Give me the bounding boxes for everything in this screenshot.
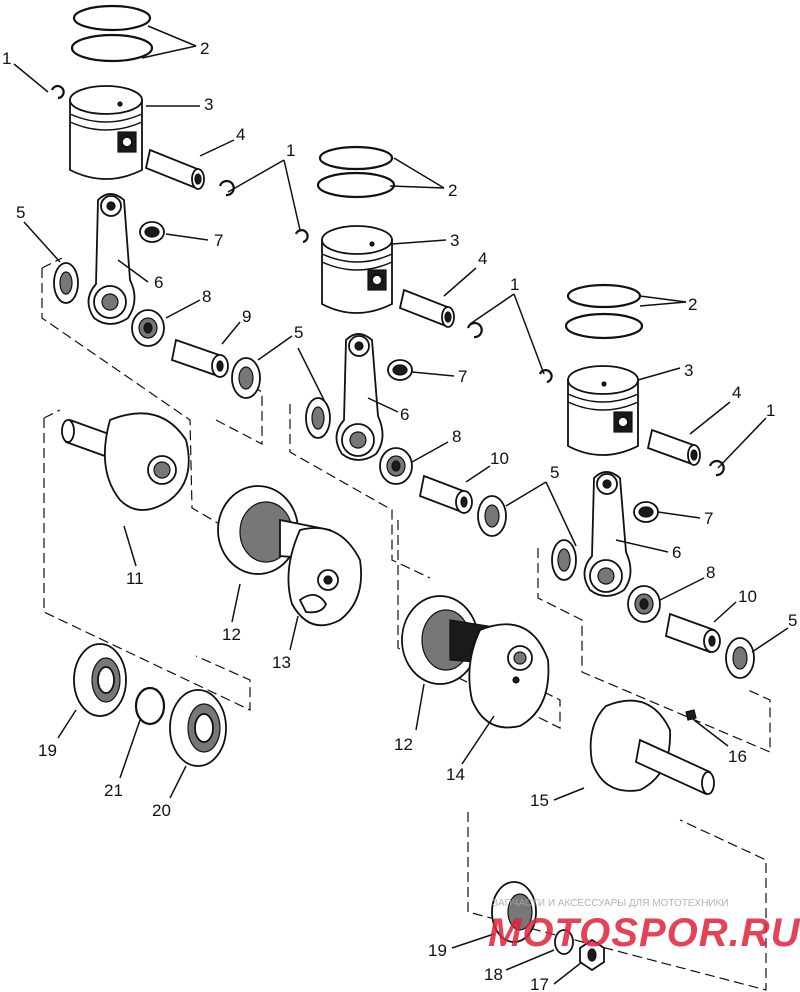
piston xyxy=(321,225,393,314)
callout-12: 12 xyxy=(394,735,413,754)
connecting-rod xyxy=(335,333,384,461)
needle-bearing-large xyxy=(627,585,661,623)
callout-12: 12 xyxy=(222,625,241,644)
callout-1: 1 xyxy=(766,401,775,420)
callout-4: 4 xyxy=(478,249,487,268)
callout-21: 21 xyxy=(104,781,123,800)
needle-bearing-large xyxy=(379,447,413,485)
right-cylinder-assembly xyxy=(491,283,755,972)
thrust-washer xyxy=(551,539,577,581)
needle-bearing-small xyxy=(387,359,413,381)
callout-1: 1 xyxy=(510,275,519,294)
callout-5: 5 xyxy=(788,611,797,630)
crank-pin xyxy=(170,338,229,378)
needle-bearing-small xyxy=(633,501,659,523)
callout-19: 19 xyxy=(38,741,57,760)
callout-4: 4 xyxy=(732,383,741,402)
piston xyxy=(567,365,639,456)
callout-1: 1 xyxy=(2,49,11,68)
group-outlines xyxy=(41,257,771,991)
snap-ring xyxy=(134,686,166,726)
callout-18: 18 xyxy=(484,965,503,984)
main-bearing-left xyxy=(73,643,127,717)
callout-3: 3 xyxy=(204,95,213,114)
callout-8: 8 xyxy=(202,287,211,306)
callout-15: 15 xyxy=(530,791,549,810)
callout-11: 11 xyxy=(126,569,144,588)
connecting-rod xyxy=(583,471,632,597)
needle-bearing-small xyxy=(139,221,165,243)
callout-19: 19 xyxy=(428,941,447,960)
wrist-pin xyxy=(398,288,455,328)
thrust-washer xyxy=(477,495,507,537)
callout-5: 5 xyxy=(16,203,25,222)
piston-ring-upper xyxy=(72,4,152,32)
callout-7: 7 xyxy=(214,231,223,250)
watermark: ЗАПЧАСТИ И АКСЕССУАРЫ ДЛЯ МОТОТЕХНИКИ MO… xyxy=(488,898,800,955)
crank-pin xyxy=(664,612,721,654)
callout-7: 7 xyxy=(458,367,467,386)
callout-3: 3 xyxy=(684,361,693,380)
callout-6: 6 xyxy=(672,543,681,562)
callout-7: 7 xyxy=(704,509,713,528)
callout-13: 13 xyxy=(272,653,291,672)
piston-ring-upper xyxy=(318,145,394,171)
callout-16: 16 xyxy=(728,747,747,766)
callout-17: 17 xyxy=(530,975,549,992)
thrust-washer xyxy=(305,397,331,439)
callout-8: 8 xyxy=(452,427,461,446)
leader-lines xyxy=(13,25,789,985)
crank-half-left xyxy=(61,412,190,511)
wrist-pin xyxy=(144,148,205,190)
circlip xyxy=(466,321,483,339)
callout-labels: 1 2 3 4 5 7 6 8 9 5 11 12 13 19 21 20 1 … xyxy=(2,39,797,992)
washer xyxy=(554,929,574,955)
watermark-brand: MOTOSPOR.RU xyxy=(488,911,800,955)
crank-half-center-right xyxy=(401,595,550,729)
callout-20: 20 xyxy=(152,801,171,820)
callout-5: 5 xyxy=(550,463,559,482)
circlip xyxy=(538,369,553,384)
crank-half-center-left xyxy=(217,485,362,627)
nut xyxy=(579,938,605,972)
callout-3: 3 xyxy=(450,231,459,250)
callout-8: 8 xyxy=(706,563,715,582)
circlip xyxy=(50,84,65,100)
piston-ring-lower xyxy=(70,33,154,63)
piston-ring-upper xyxy=(566,283,642,309)
main-bearing-right xyxy=(169,689,227,767)
callout-2: 2 xyxy=(448,181,457,200)
crank-half-right xyxy=(589,699,715,796)
piston-ring-lower xyxy=(316,171,396,199)
piston xyxy=(69,85,143,180)
callout-5: 5 xyxy=(294,323,303,342)
callout-1: 1 xyxy=(286,141,295,160)
callout-10: 10 xyxy=(738,587,757,606)
needle-bearing-large xyxy=(131,309,165,347)
callout-9: 9 xyxy=(242,307,251,326)
center-cylinder-assembly xyxy=(294,145,550,729)
callout-2: 2 xyxy=(688,295,697,314)
circlip xyxy=(218,179,235,197)
piston-ring-lower xyxy=(564,312,644,340)
watermark-tagline: ЗАПЧАСТИ И АКСЕССУАРЫ ДЛЯ МОТОТЕХНИКИ xyxy=(492,898,729,909)
wrist-pin xyxy=(646,428,701,466)
circlip xyxy=(294,229,309,244)
connecting-rod xyxy=(87,193,136,325)
callout-6: 6 xyxy=(154,273,163,292)
callout-2: 2 xyxy=(200,39,209,58)
callout-14: 14 xyxy=(446,765,465,784)
callout-10: 10 xyxy=(490,449,509,468)
callout-4: 4 xyxy=(236,125,245,144)
thrust-washer xyxy=(725,637,755,679)
thrust-washer xyxy=(53,262,79,304)
watermark-brand-text: MOTOSPOR.RU xyxy=(488,911,800,955)
left-cylinder-assembly xyxy=(50,4,362,767)
thrust-washer xyxy=(231,357,261,399)
crank-pin xyxy=(418,474,473,514)
end-bearing xyxy=(491,881,537,943)
callout-6: 6 xyxy=(400,405,409,424)
